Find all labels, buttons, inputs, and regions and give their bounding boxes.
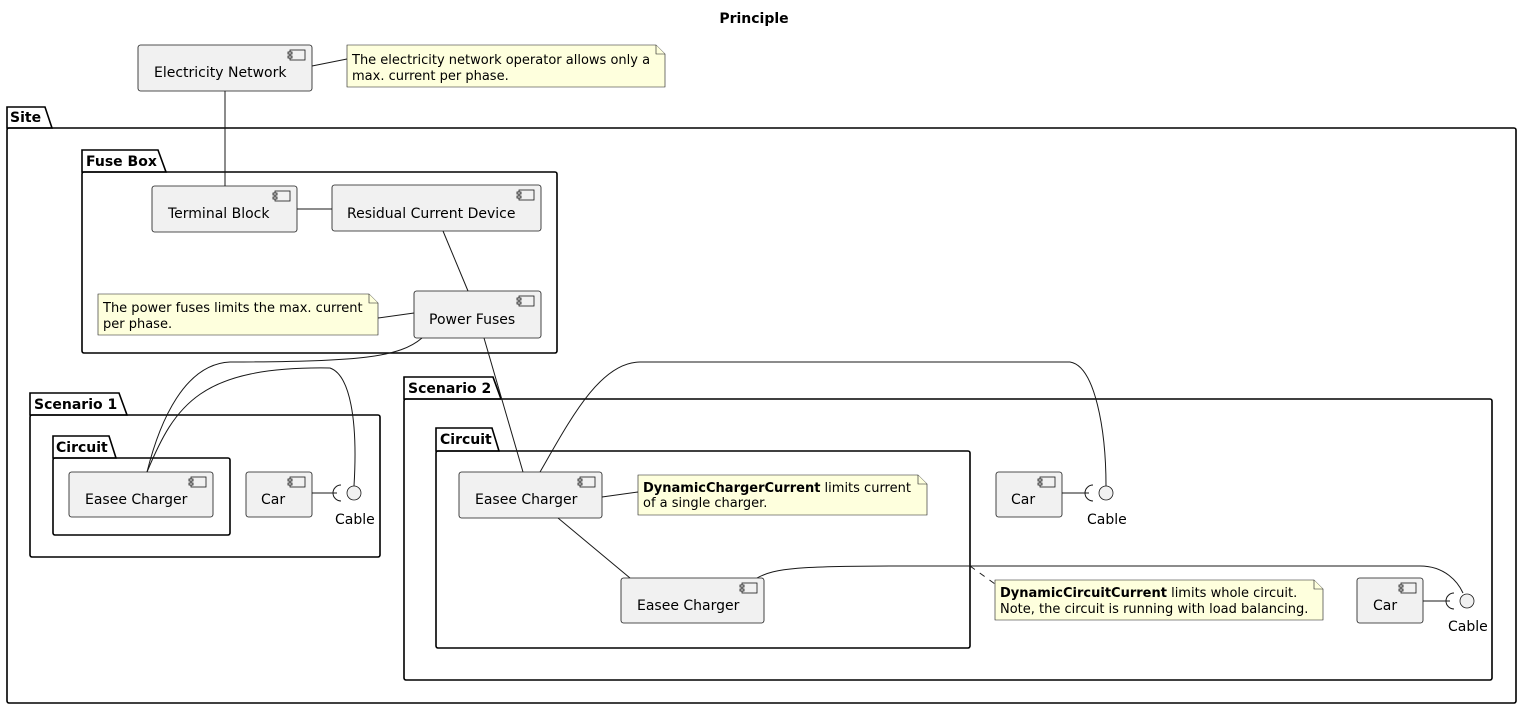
- socket-icon: [332, 484, 342, 502]
- note-charger-current-text: limits current: [820, 481, 911, 496]
- package-scenario-1: Scenario 1: [29, 392, 381, 558]
- note-fuses-line1: The power fuses limits the max. current: [102, 301, 363, 316]
- connections: [146, 58, 1464, 602]
- lollipop-icon: [346, 485, 362, 501]
- component-s2-car-a[interactable]: Car: [995, 471, 1063, 518]
- socket-icon: [1445, 592, 1455, 610]
- diagram-title: Principle: [719, 11, 788, 27]
- note-charger-current-line2: of a single charger.: [643, 496, 767, 511]
- note-circuit-current-text: limits whole circuit.: [1167, 586, 1297, 601]
- component-s2-easee-charger-a[interactable]: Easee Charger: [458, 471, 603, 519]
- component-s2-easee-charger-a-label: Easee Charger: [475, 492, 578, 508]
- component-power-fuses[interactable]: Power Fuses: [413, 290, 542, 339]
- package-fuse-box: Fuse Box: [81, 149, 558, 354]
- interface-s2-cable-b[interactable]: Cable: [1445, 592, 1488, 635]
- edge-s2-charger-a-b: [557, 517, 631, 579]
- note-network-operator: The electricity network operator allows …: [346, 44, 666, 88]
- package-scenario-2-label: Scenario 2: [408, 381, 491, 397]
- edge-fuses-s1-charger: [146, 337, 423, 473]
- component-s1-car-label: Car: [261, 492, 285, 508]
- component-s2-car-b[interactable]: Car: [1356, 577, 1424, 624]
- note-power-fuses: The power fuses limits the max. current …: [97, 293, 379, 336]
- note-circuit-current-keyword: DynamicCircuitCurrent: [1000, 586, 1167, 601]
- interface-s2-cable-a-label: Cable: [1087, 512, 1127, 528]
- interface-s2-cable-b-label: Cable: [1448, 619, 1488, 635]
- note-charger-current-keyword: DynamicChargerCurrent: [643, 481, 820, 496]
- component-power-fuses-label: Power Fuses: [429, 312, 515, 328]
- edge-rcd-fuses: [442, 230, 469, 292]
- component-s2-car-b-label: Car: [1373, 598, 1397, 614]
- component-s2-car-a-label: Car: [1011, 492, 1035, 508]
- lollipop-icon: [1098, 485, 1114, 501]
- note-dynamic-circuit-current: DynamicCircuitCurrent limits whole circu…: [994, 579, 1324, 621]
- edge-note-fuses: [377, 312, 415, 319]
- edge-s2-charger-b-cable: [756, 565, 1464, 594]
- lollipop-icon: [1459, 593, 1475, 609]
- interface-s1-cable-label: Cable: [335, 512, 375, 528]
- component-terminal-block[interactable]: Terminal Block: [151, 185, 298, 233]
- component-s1-easee-charger-label: Easee Charger: [85, 492, 188, 508]
- component-electricity-network-label: Electricity Network: [154, 65, 287, 81]
- component-s2-easee-charger-b-label: Easee Charger: [637, 598, 740, 614]
- component-electricity-network[interactable]: Electricity Network: [137, 44, 313, 92]
- edge-note-network: [311, 58, 348, 67]
- package-scenario-1-circuit: Circuit: [52, 435, 231, 536]
- note-network-line1: The electricity network operator allows …: [351, 53, 650, 68]
- package-scenario-1-circuit-label: Circuit: [56, 440, 108, 456]
- component-s2-easee-charger-b[interactable]: Easee Charger: [620, 577, 765, 624]
- package-site: Site: [6, 106, 1517, 704]
- component-residual-current-device[interactable]: Residual Current Device: [331, 184, 542, 232]
- package-scenario-1-label: Scenario 1: [34, 397, 117, 413]
- edge-note-charger-current: [601, 491, 639, 498]
- note-network-line2: max. current per phase.: [352, 69, 509, 84]
- note-charger-current-line1: DynamicChargerCurrent limits current: [643, 481, 911, 496]
- socket-icon: [1084, 484, 1094, 502]
- component-terminal-block-label: Terminal Block: [167, 206, 270, 222]
- component-residual-current-device-label: Residual Current Device: [347, 206, 516, 222]
- package-site-label: Site: [10, 110, 41, 126]
- note-dynamic-charger-current: DynamicChargerCurrent limits current of …: [637, 474, 928, 516]
- interface-s2-cable-a[interactable]: Cable: [1084, 484, 1127, 528]
- edge-s1-charger-cable: [146, 367, 356, 487]
- package-scenario-2-circuit-label: Circuit: [440, 432, 492, 448]
- component-s1-car[interactable]: Car: [245, 471, 313, 518]
- package-fuse-box-label: Fuse Box: [86, 154, 157, 170]
- edge-note-circuit-current: [969, 565, 996, 585]
- note-fuses-line2: per phase.: [103, 317, 172, 332]
- note-circuit-current-line1: DynamicCircuitCurrent limits whole circu…: [1000, 586, 1297, 601]
- edge-s2-charger-cable-a: [539, 361, 1107, 487]
- package-scenario-2-circuit: Circuit: [435, 427, 971, 649]
- component-s1-easee-charger[interactable]: Easee Charger: [68, 471, 214, 518]
- interface-s1-cable[interactable]: Cable: [332, 484, 375, 528]
- note-circuit-current-line2: Note, the circuit is running with load b…: [1000, 602, 1308, 617]
- package-scenario-2: Scenario 2: [403, 376, 1493, 681]
- edge-fuses-s2-charger: [483, 337, 524, 473]
